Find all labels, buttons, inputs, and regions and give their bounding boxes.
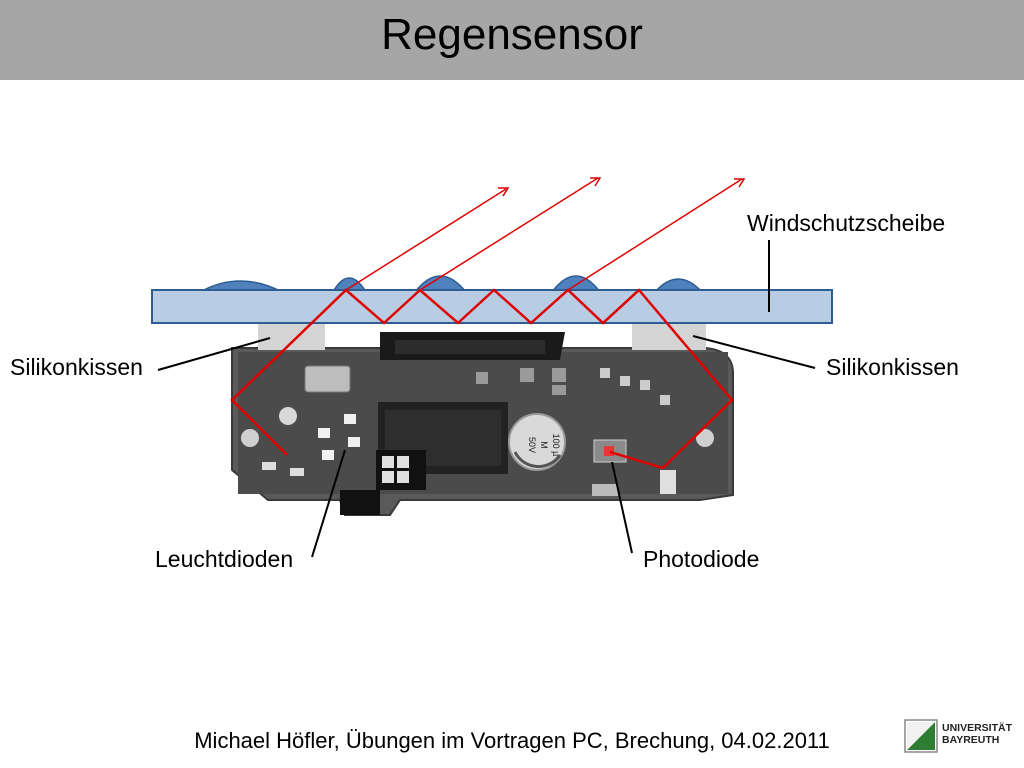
capacitor-label-1: 100 µ (551, 434, 561, 457)
capacitor-label-2: M (539, 441, 549, 449)
circuit-board: 100 µ M 50V (231, 332, 734, 516)
logo-line-2: BAYREUTH (942, 734, 1000, 746)
silicone-left-label: Silikonkissen (10, 354, 143, 380)
leds-label: Leuchtdioden (155, 546, 294, 572)
light-path (230, 288, 734, 470)
photodiode-label: Photodiode (643, 546, 760, 572)
footer-text: Michael Höfler, Übungen im Vortragen PC,… (194, 728, 830, 753)
logo-line-1: UNIVERSITÄT (942, 722, 1013, 734)
exit-rays (345, 177, 746, 291)
slide-title: Regensensor (381, 10, 643, 59)
title-bar (0, 0, 1024, 80)
led-2 (318, 428, 330, 438)
capacitor-label-3: 50V (527, 437, 537, 453)
university-logo-icon (904, 719, 938, 753)
led-4 (322, 450, 334, 460)
windshield-label: Windschutzscheibe (747, 210, 946, 236)
windshield-glass (151, 289, 833, 324)
university-logo: UNIVERSITÄT BAYREUTH (904, 719, 1022, 755)
led-1 (344, 414, 356, 424)
leader-lines (157, 240, 816, 558)
silicone-pad-left (258, 322, 325, 350)
silicone-right-label: Silikonkissen (826, 354, 959, 380)
capacitor (508, 413, 566, 471)
led-3 (348, 437, 360, 447)
